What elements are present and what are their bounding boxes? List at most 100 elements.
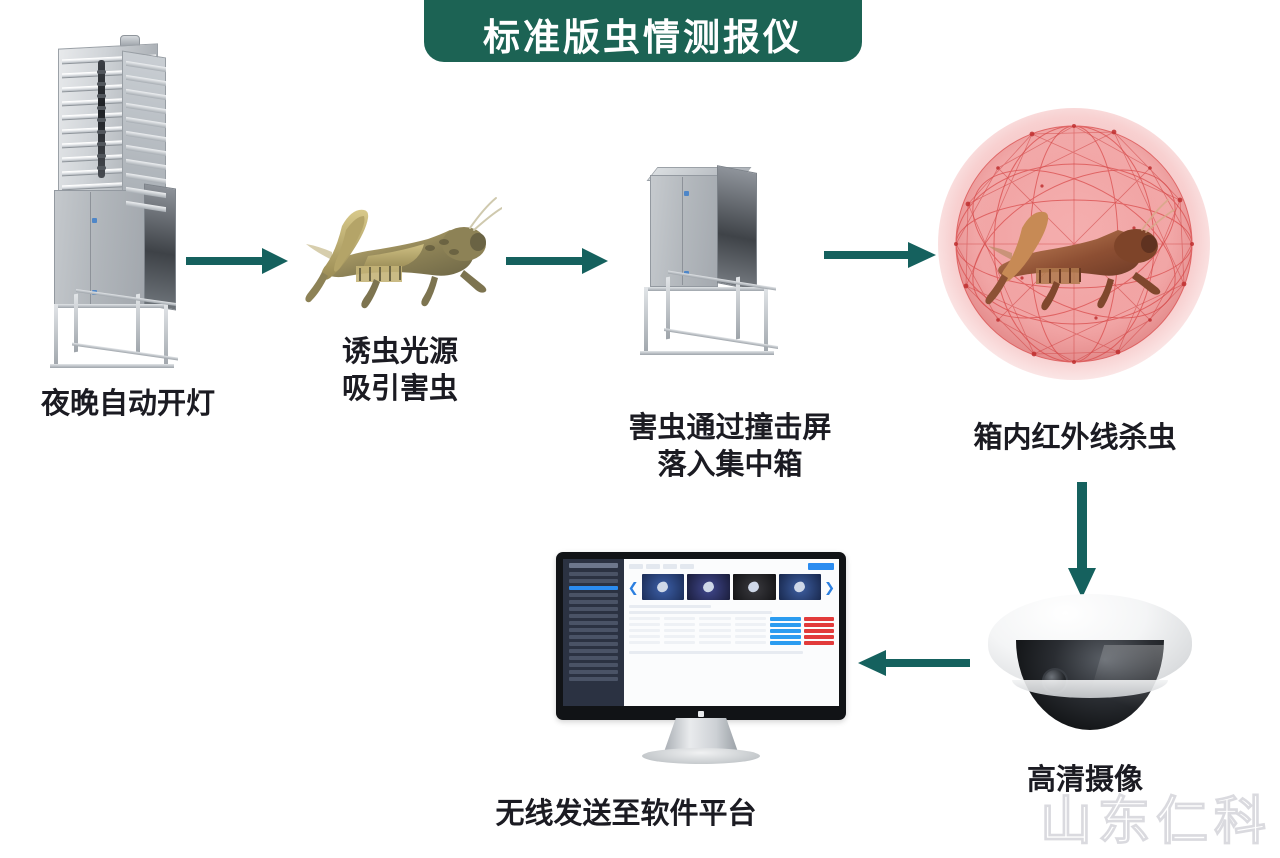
carousel-insect-icon [746,579,761,594]
carousel-prev-icon[interactable]: ❮ [627,579,639,595]
dashboard-data-table [624,602,839,706]
dashboard-sidebar[interactable] [563,559,624,706]
sidebar-item[interactable] [569,642,618,646]
trap-lamp-node [97,106,106,110]
caption-step-6: 无线发送至软件平台 [495,798,757,830]
sidebar-item[interactable] [569,621,618,625]
table-column [734,617,767,647]
monitor-stand-base [642,748,760,764]
dashboard-sidebar-title [569,563,618,568]
camera-rim [1012,680,1168,698]
stand-leg-back-right [136,293,140,355]
status-bar-red [803,641,835,645]
sidebar-item[interactable] [569,656,618,660]
trap-lamp-node [97,166,106,170]
table-cell [734,617,767,620]
caption-step-3: 害虫通过撞击屏 落入集中箱 [580,410,880,484]
status-bar-red [803,629,835,633]
toolbar-filter[interactable] [628,564,643,569]
table-column [664,617,696,647]
trap-badge-upper [92,218,97,223]
sidebar-item[interactable] [569,649,618,653]
dashboard-toolbar[interactable] [624,559,839,572]
table-cell [699,629,731,632]
table-cell [664,629,696,632]
monitor-bezel: ❮ ❯ [556,552,846,720]
arrow-step-2-to-3 [506,246,610,281]
sidebar-item[interactable] [569,670,618,674]
sidebar-item[interactable] [569,635,618,639]
carousel-image[interactable] [732,574,776,600]
status-bar-blue [770,635,801,639]
box-stand-bottom-rail [640,351,774,355]
box-stand-rail-back-bottom [664,327,778,350]
table-grid [628,617,835,647]
table-cell [664,623,696,626]
sidebar-item[interactable] [569,628,618,632]
toolbar-primary-button[interactable] [808,563,834,570]
table-heading [628,605,711,608]
stand-top-rail [54,304,168,308]
caption-step-3-line-1: 害虫通过撞击屏 [628,412,832,444]
sidebar-item[interactable] [569,593,618,597]
table-column [628,617,661,647]
carousel-image[interactable] [687,574,730,600]
table-cell [628,635,661,638]
status-bar-red [803,617,835,621]
table-cell [664,641,696,644]
sidebar-item[interactable] [569,607,618,611]
table-subheading [628,611,773,614]
title-banner: 标准版虫情测报仪 [424,0,862,62]
table-cell [628,641,661,644]
sidebar-item[interactable] [569,663,618,667]
toolbar-filter[interactable] [645,564,660,569]
table-cell [628,629,661,632]
image-carousel[interactable]: ❮ ❯ [624,572,839,602]
box-stand-leg-right [764,287,768,355]
caption-step-1: 夜晚自动开灯 [40,388,215,420]
carousel-insect-icon [655,579,670,594]
table-footer [628,651,804,654]
toolbar-filter[interactable] [662,564,677,569]
carousel-insect-icon [701,579,716,594]
sidebar-item[interactable] [569,677,618,681]
toolbar-filter[interactable] [679,564,694,569]
carousel-image[interactable] [778,574,822,600]
box-door-seam [682,177,683,285]
table-cell [628,617,661,620]
carousel-image[interactable] [641,574,685,600]
sidebar-item-active[interactable] [569,586,618,590]
carousel-insect-icon [792,579,807,594]
status-bar-chart [770,617,835,647]
dashboard-main: ❮ ❯ [623,559,839,706]
arrow-step-4-to-5 [1066,482,1098,603]
trap-lamp-node [97,70,106,74]
software-dashboard[interactable]: ❮ ❯ [563,559,839,706]
table-cell [734,623,767,626]
sidebar-item[interactable] [569,572,618,576]
status-bar-red [803,635,835,639]
table-cell [699,623,731,626]
infrared-sphere-illustration [938,108,1210,380]
table-column [699,617,731,647]
table-cell [628,623,661,626]
caption-step-2: 诱虫光源 吸引害虫 [300,334,500,408]
table-cell [699,641,731,644]
table-cell [734,635,767,638]
sidebar-item[interactable] [569,614,618,618]
carousel-next-icon[interactable]: ❯ [824,579,836,595]
status-bar-blue [770,623,801,627]
sidebar-item[interactable] [569,600,618,604]
caption-step-3-line-2: 落入集中箱 [657,449,803,482]
box-badge-upper [684,191,689,196]
box-stand [628,270,796,365]
page-title: 标准版虫情测报仪 [483,17,803,58]
sidebar-item[interactable] [569,579,618,583]
box-side-panel [717,165,757,291]
box-stand-leg-left [644,287,648,355]
arrow-step-3-to-4 [824,240,936,275]
table-cell [664,617,696,620]
stand-bottom-rail [50,364,174,368]
status-bar-blue [770,617,801,621]
table-cell [699,635,731,638]
